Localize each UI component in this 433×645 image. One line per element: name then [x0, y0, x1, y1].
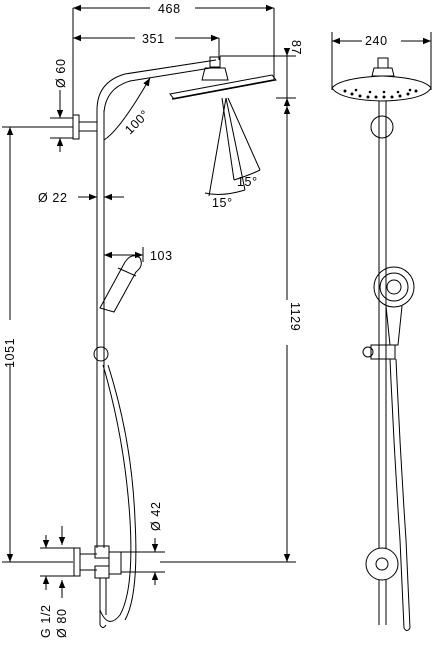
dim-overall-width: 468: [158, 2, 181, 16]
dim-height-head: 1129: [288, 302, 302, 331]
front-view: [331, 32, 432, 631]
dim-head-diameter: 240: [365, 34, 388, 48]
dim-hand-shower-offset: 103: [150, 249, 173, 263]
dim-connection-thread: G 1/2: [39, 604, 53, 638]
dim-connection-flange: Ø 80: [55, 609, 69, 639]
nozzle-dots: [343, 88, 418, 99]
dim-head-height: 87: [289, 40, 303, 55]
dimension-labels: 468 351 87 Ø 60 100° 15° 15° Ø 22 103 10…: [3, 2, 388, 639]
dim-arm-length: 351: [142, 32, 165, 46]
dim-mixer-diameter: Ø 42: [149, 502, 163, 532]
dimension-lines: [2, 4, 296, 598]
side-view: [72, 56, 277, 628]
dim-wall-flange: Ø 60: [54, 59, 68, 89]
dim-pipe-diameter: Ø 22: [38, 191, 68, 205]
dim-height-total: 1051: [3, 338, 17, 368]
dim-angle-arm: 100°: [122, 107, 152, 137]
dim-spray-angle-2: 15°: [212, 196, 233, 210]
dim-spray-angle-1: 15°: [237, 175, 258, 189]
